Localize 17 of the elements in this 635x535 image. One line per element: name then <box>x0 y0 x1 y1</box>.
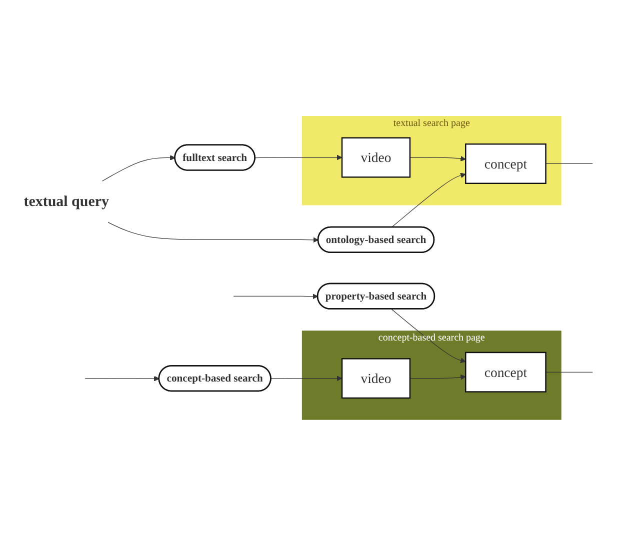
node-box: concept <box>465 351 546 392</box>
node-box: video <box>341 136 411 178</box>
arrow <box>391 172 466 228</box>
arrow <box>108 222 319 242</box>
arrow <box>102 154 176 181</box>
arrow <box>84 375 160 381</box>
arrow <box>410 156 466 161</box>
node-text: textual query <box>24 193 109 210</box>
arrow <box>391 308 466 363</box>
node-box: concept <box>465 143 546 184</box>
connector <box>545 162 593 164</box>
node-box: video <box>341 358 411 398</box>
arrow <box>270 375 342 381</box>
arrow <box>233 293 318 299</box>
connector <box>545 371 593 372</box>
arrow <box>254 154 342 160</box>
arrow <box>410 374 466 380</box>
